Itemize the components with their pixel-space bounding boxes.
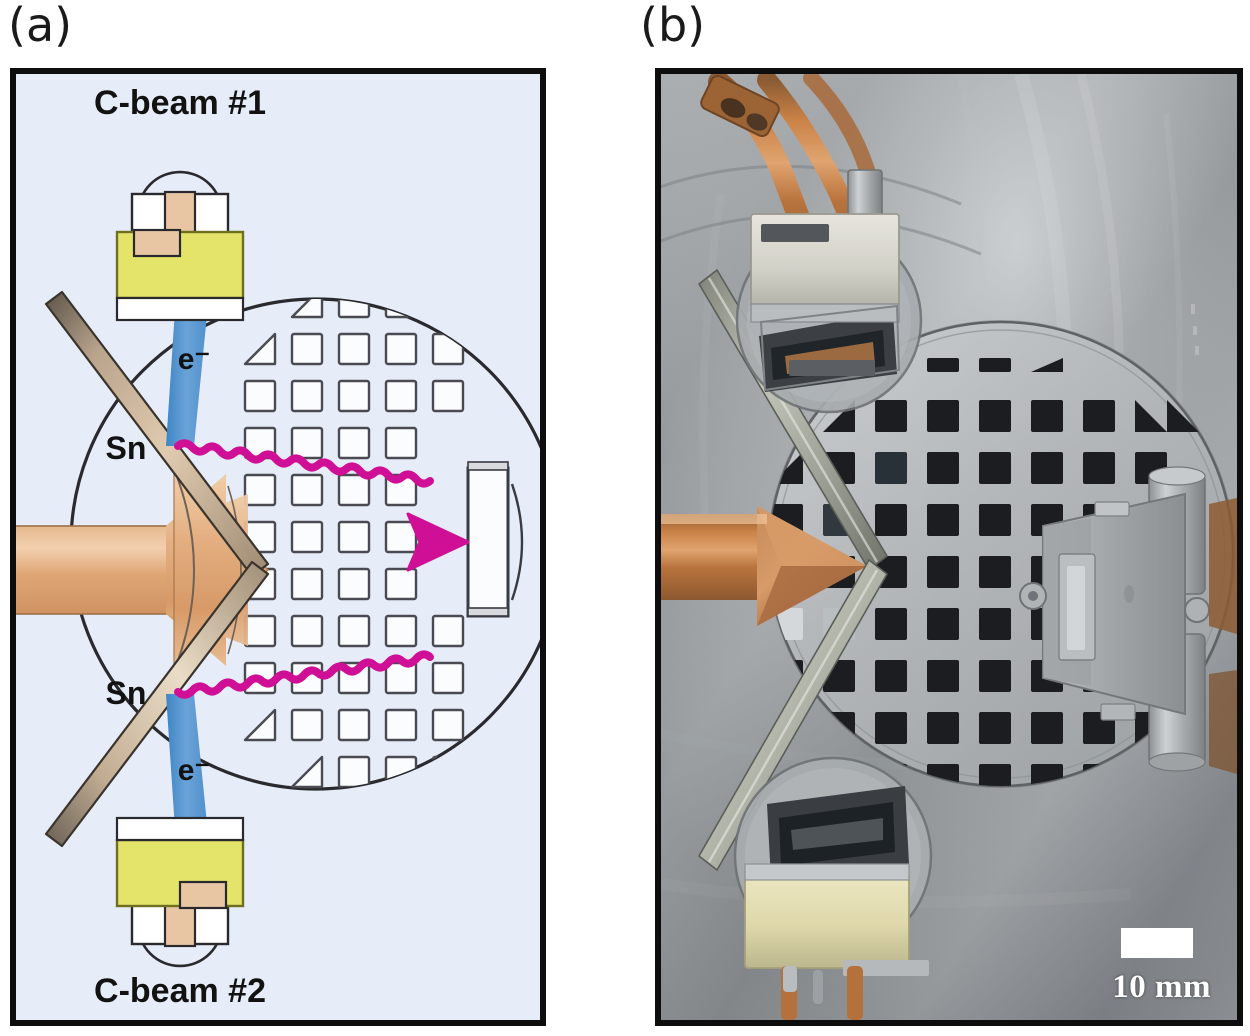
euv-emission-arrows (174, 439, 434, 699)
copper-edge-right (1209, 498, 1237, 634)
panel-a-schematic: C-beam #1 C-beam #2 e⁻ e⁻ Sn Sn (10, 68, 546, 1026)
knife-edge-blades (44, 290, 270, 848)
chamber-engraving (1191, 304, 1199, 355)
panel-b-photo-render (661, 74, 1237, 1020)
c-beam-module-1 (115, 170, 245, 322)
sn-label-lower: Sn (106, 675, 147, 711)
side-bracket-assembly (1019, 466, 1210, 772)
electron-label-upper: e⁻ (178, 343, 211, 376)
euv-detector (466, 461, 524, 618)
copper-nozzle-tube (16, 472, 269, 668)
panel-b-photograph: 10 mm (655, 68, 1243, 1026)
laser-head-module-lower (733, 756, 933, 1020)
electron-label-lower: e⁻ (178, 754, 211, 787)
c-beam-module-2 (115, 816, 245, 968)
panel-a-label: (a) (8, 0, 73, 52)
scale-bar-label: 10 mm (1112, 969, 1211, 1005)
panel-b-label: (b) (640, 0, 706, 52)
euv-arrow-head (406, 512, 470, 572)
sn-label-upper: Sn (106, 430, 147, 466)
c-beam-2-label: C-beam #2 (94, 972, 266, 1010)
panel-a-drawing: C-beam #1 C-beam #2 e⁻ e⁻ Sn Sn (16, 84, 540, 1010)
c-beam-1-label: C-beam #1 (94, 84, 266, 122)
copper-cone-nozzle (661, 506, 867, 626)
scale-bar-rect (1121, 928, 1193, 958)
laser-head-module-upper (735, 213, 923, 414)
